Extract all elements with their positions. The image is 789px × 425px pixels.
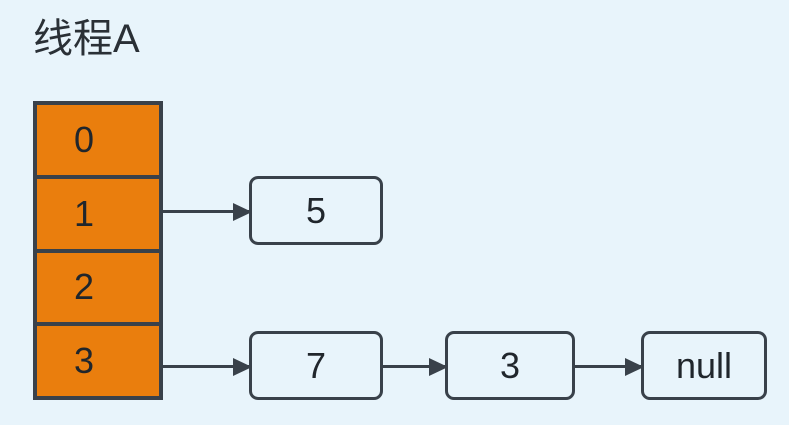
list-node-3: 3 (445, 331, 575, 400)
arrow-head-icon (429, 357, 448, 376)
arrow-head-icon (233, 357, 252, 376)
arrow-head-icon (625, 357, 644, 376)
array-cell-3-label: 3 (73, 340, 95, 382)
hash-bucket-array: 0 1 2 3 (33, 101, 163, 400)
list-node-null: null (641, 331, 767, 400)
arrow-bucket3-to-node7 (161, 357, 252, 376)
list-node-5: 5 (249, 176, 383, 245)
page-title: 线程A (33, 17, 140, 61)
array-cell-1: 1 (37, 174, 159, 249)
array-cell-2-label: 2 (73, 266, 95, 308)
array-cell-2: 2 (37, 248, 159, 323)
list-node-7-label: 7 (305, 344, 327, 386)
arrow-node7-to-node3 (383, 357, 448, 376)
array-cell-1-label: 1 (73, 192, 95, 234)
arrow-head-icon (233, 202, 252, 221)
arrow-bucket1-to-node5 (161, 202, 252, 221)
list-node-3-label: 3 (499, 344, 521, 386)
array-cell-0-label: 0 (73, 118, 95, 160)
array-cell-3: 3 (37, 322, 159, 396)
list-node-null-label: null (675, 344, 733, 386)
list-node-7: 7 (249, 331, 383, 400)
array-cell-0: 0 (37, 105, 159, 175)
arrow-node3-to-null (575, 357, 644, 376)
list-node-5-label: 5 (305, 189, 327, 231)
